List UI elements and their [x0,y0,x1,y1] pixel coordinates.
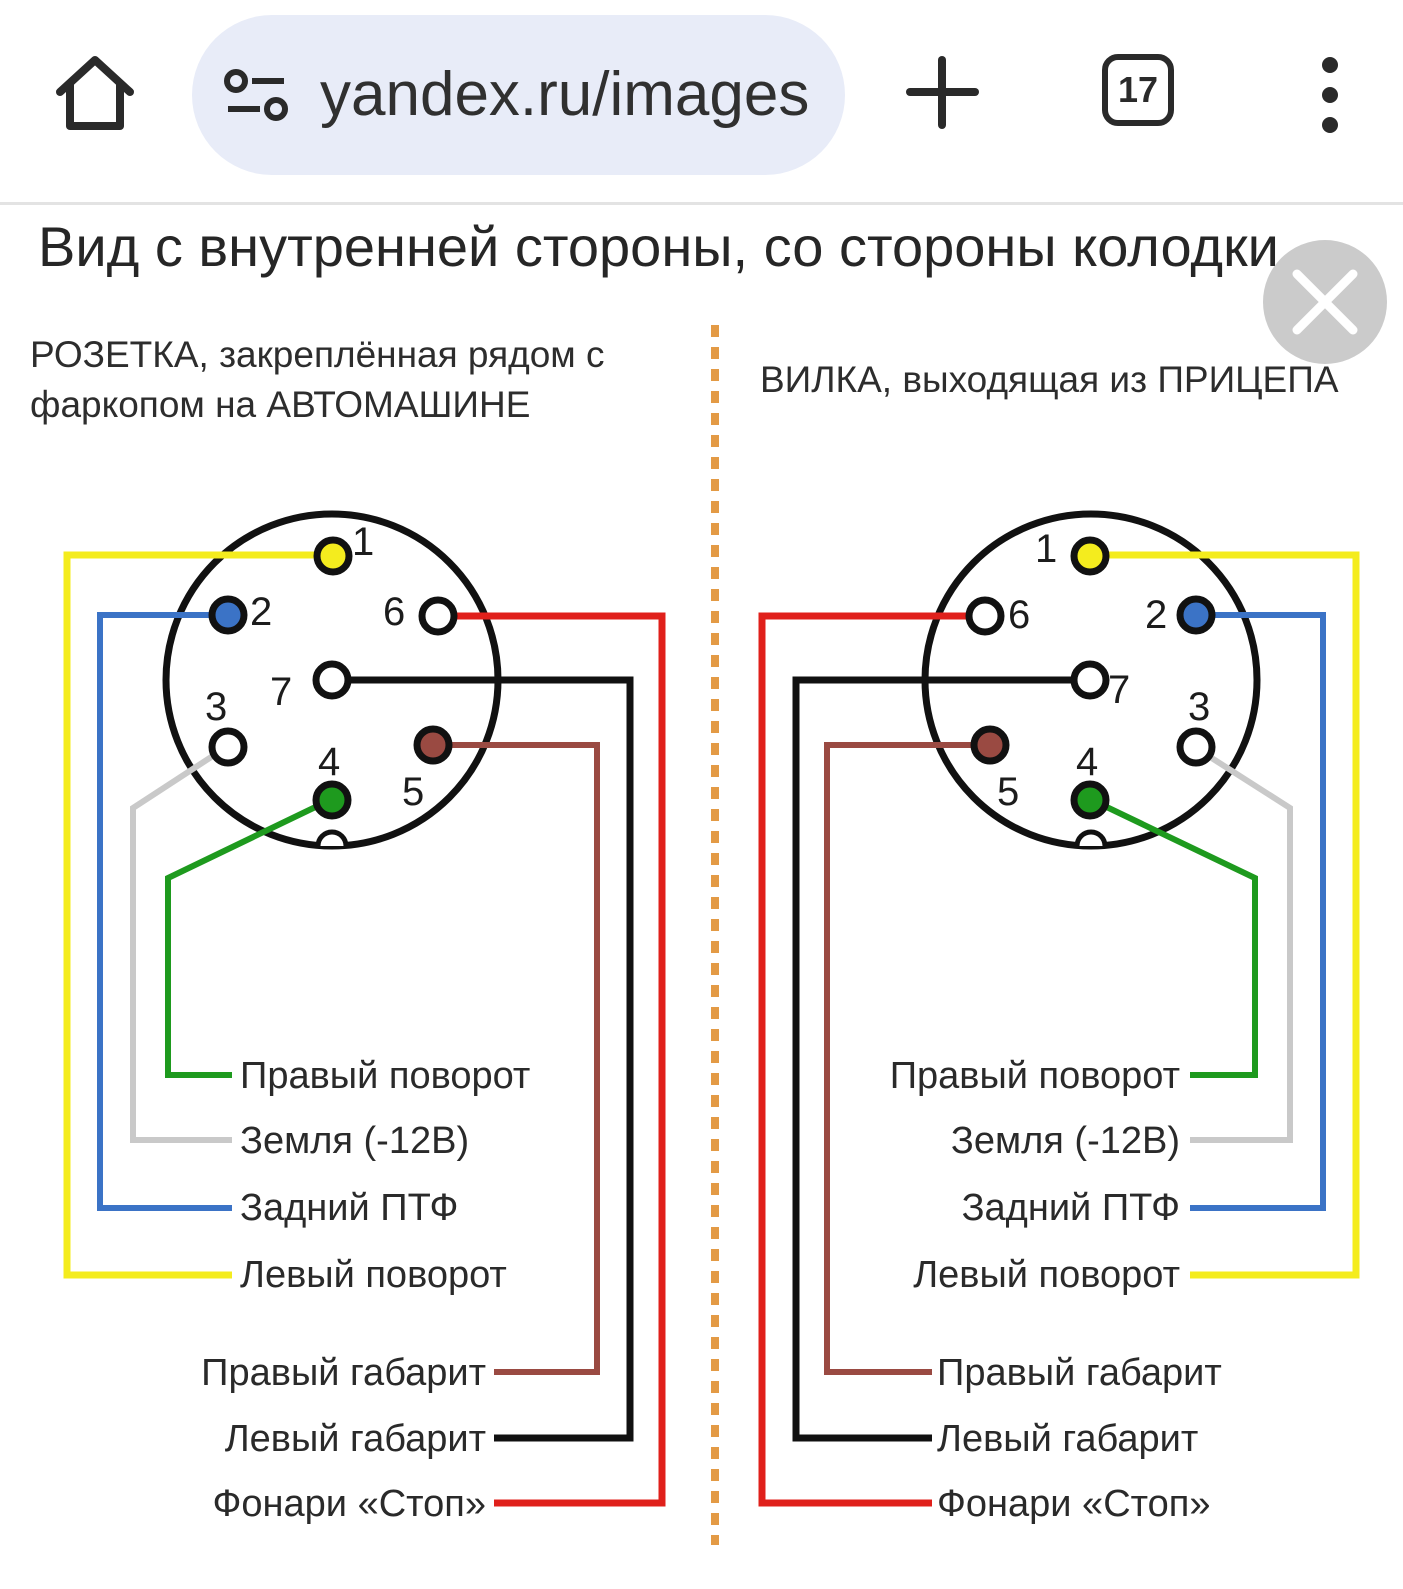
wire-brown-right [824,742,990,1375]
wire-brown-left [435,742,600,1375]
close-button[interactable] [1263,240,1387,364]
right-label-left-turn: Левый поворот [913,1254,1180,1296]
right-subtitle: ВИЛКА, выходящая из ПРИЦЕПА [760,359,1339,400]
left-subtitle-line2: фаркопом на АВТОМАШИНЕ [30,384,531,425]
left-subtitle: РОЗЕТКА, закреплённая рядом с фаркопом н… [30,330,605,430]
wire-blue-left [97,612,232,1211]
pin-label-5: 5 [997,770,1019,814]
right-label-right-marker: Правый габарит [937,1352,1222,1394]
pin-label-5: 5 [402,770,424,814]
pin-label-7: 7 [270,670,292,714]
close-icon [1292,269,1358,335]
pin-2 [1176,595,1216,635]
key-notch [315,829,349,847]
tab-switcher-button[interactable]: 17 [1102,54,1174,126]
left-label-right-turn: Правый поворот [240,1055,530,1097]
pin-3 [1176,727,1216,767]
pin-label-1: 1 [352,520,374,564]
pin-label-7: 7 [1108,668,1130,712]
pin-label-6: 6 [1008,593,1030,637]
pin-6 [418,596,458,636]
pin-4 [1070,780,1110,820]
wire-black-left [334,676,634,1442]
more-menu-icon[interactable] [1310,55,1350,135]
pin-label-3: 3 [205,685,227,729]
key-notch [1074,829,1108,847]
pin-7 [1070,660,1110,700]
wire-gray-right [1190,745,1293,1143]
plug-connector: 1 6 2 7 3 4 5 Правый поворот Земля (-12В… [758,510,1360,1525]
home-icon[interactable] [50,50,140,140]
left-label-right-marker: Правый габарит [201,1352,486,1394]
socket-connector: 1 2 6 7 3 4 5 Правый поворот Земля (-12В… [63,510,666,1525]
pin-label-2: 2 [1145,593,1167,637]
wire-blue-right [1190,612,1326,1211]
pin-label-4: 4 [1076,740,1098,784]
right-label-right-turn: Правый поворот [890,1055,1180,1097]
wire-yellow-right [1090,551,1360,1279]
pin-1 [313,536,353,576]
wire-red-left [438,612,666,1507]
wire-green-left [165,797,332,1078]
wire-black-right [792,676,1090,1442]
pin-6 [965,596,1005,636]
pin-5 [970,725,1010,765]
left-label-rear-fog: Задний ПТФ [240,1187,458,1229]
pin-2 [208,595,248,635]
left-label-stop: Фонари «Стоп» [213,1483,486,1525]
wiring-diagram: 1 2 6 7 3 4 5 Правый поворот Земля (-12В… [63,325,1360,1545]
right-label-ground: Земля (-12В) [951,1120,1180,1162]
right-label-rear-fog: Задний ПТФ [962,1187,1180,1229]
right-label-stop: Фонари «Стоп» [937,1483,1210,1525]
url-text: yandex.ru/images [320,60,810,129]
pin-label-6: 6 [383,590,405,634]
right-label-left-marker: Левый габарит [937,1418,1198,1460]
page-heading: Вид с внутренней стороны, со стороны кол… [38,215,1279,278]
wire-yellow-left [63,551,335,1279]
tab-count: 17 [1117,69,1159,110]
new-tab-icon[interactable] [905,55,980,130]
left-subtitle-line1: РОЗЕТКА, закреплённая рядом с [30,334,605,375]
wire-gray-left [130,745,232,1143]
pin-label-3: 3 [1188,685,1210,729]
wire-green-right [1090,797,1258,1078]
address-bar[interactable]: yandex.ru/images [192,15,845,175]
pin-3 [208,727,248,767]
site-settings-icon[interactable] [222,67,292,123]
pin-5 [413,725,453,765]
pin-1 [1070,536,1110,576]
wire-red-right [758,612,985,1507]
pin-label-4: 4 [318,740,340,784]
left-label-ground: Земля (-12В) [240,1120,469,1162]
pin-7 [312,660,352,700]
pin-label-1: 1 [1035,527,1057,571]
left-label-left-turn: Левый поворот [240,1254,507,1296]
pin-4 [312,780,352,820]
pin-label-2: 2 [250,590,272,634]
browser-toolbar: yandex.ru/images 17 [0,0,1403,205]
left-label-left-marker: Левый габарит [225,1418,486,1460]
